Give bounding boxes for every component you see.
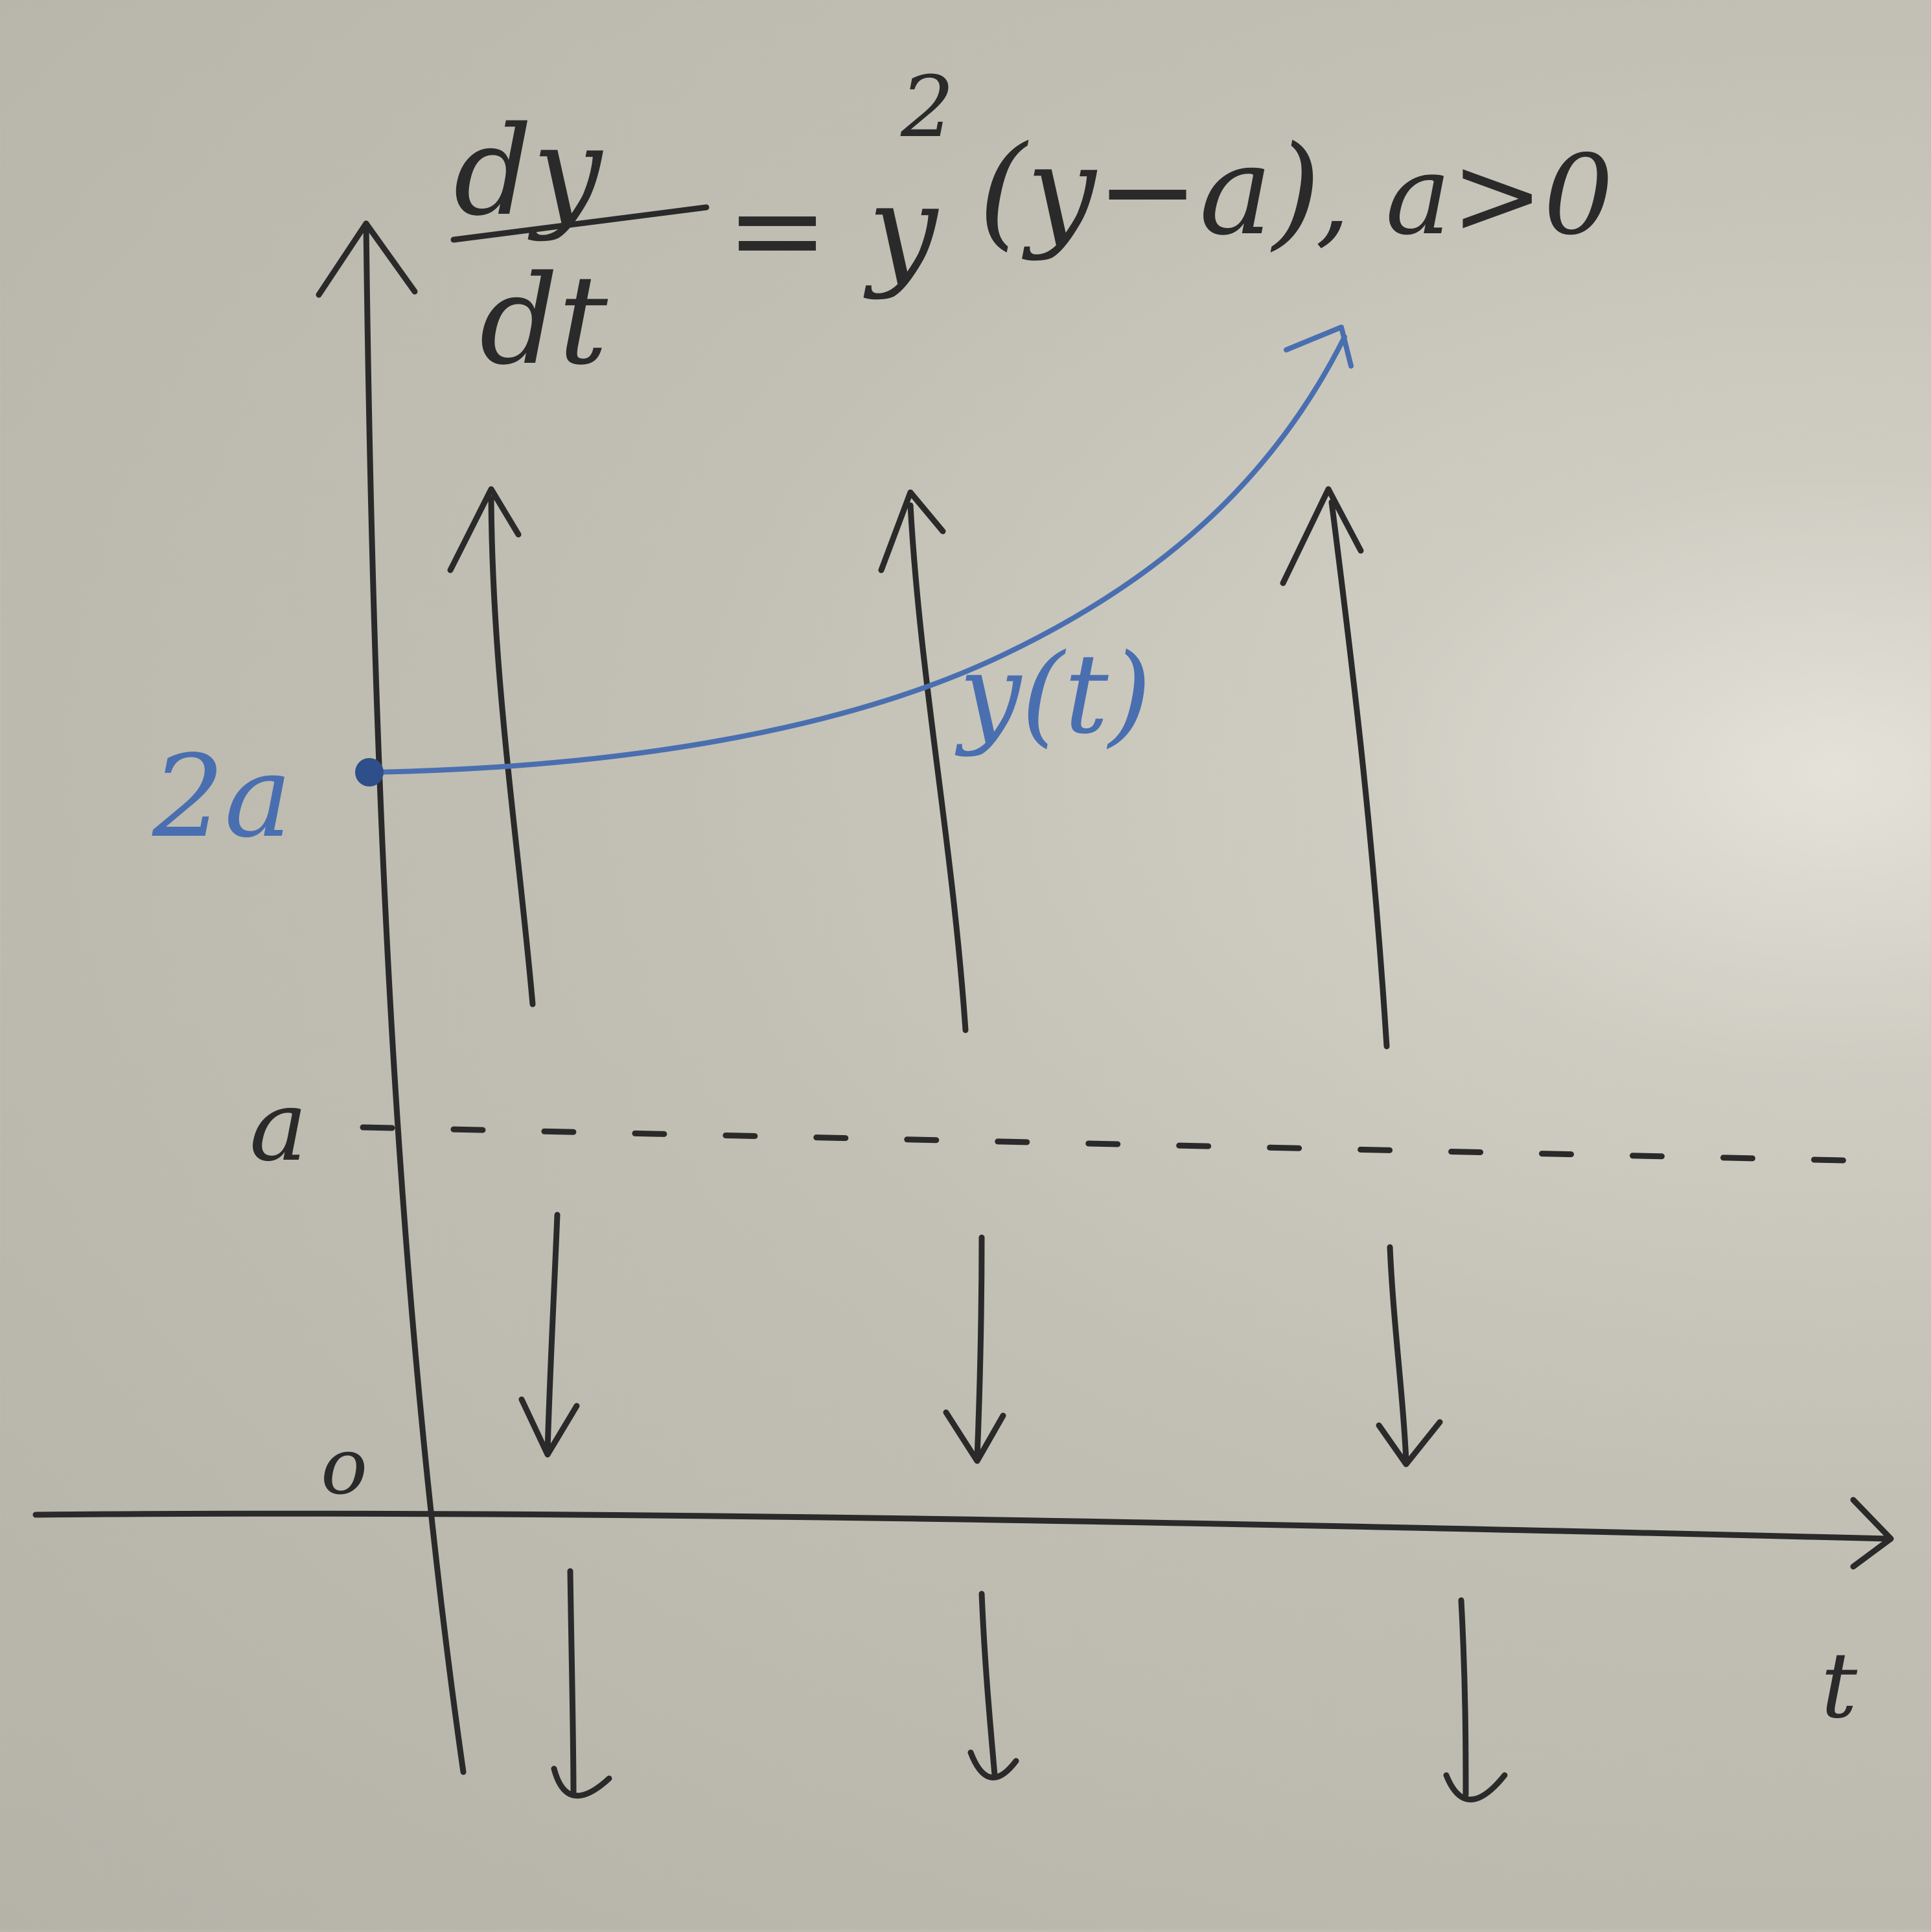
equation-condition: , a>0	[1315, 132, 1613, 260]
down-arrows-middle	[518, 1212, 1443, 1467]
down-arrow-mid-2	[974, 1234, 985, 1461]
up-arrow-2	[907, 502, 969, 1033]
two-a-label: 2a	[152, 731, 292, 863]
down-arrow-mid-3	[1387, 1244, 1409, 1464]
down-arrow-mid-1-head	[518, 1396, 580, 1458]
y-axis-arrowhead	[316, 220, 418, 298]
t-axis-arrowhead	[1850, 1497, 1894, 1570]
axes: t o	[32, 220, 1894, 1775]
curve-y-of-t	[368, 334, 1347, 775]
up-arrows	[447, 486, 1390, 1050]
up-arrow-3	[1328, 499, 1390, 1050]
down-arrow-low-1	[567, 1568, 577, 1798]
curve-label: y(t)	[954, 630, 1151, 759]
curve-arrowhead	[1284, 325, 1354, 369]
down-arrow-low-2-head	[967, 1749, 1019, 1780]
origin-label: o	[321, 1422, 367, 1512]
equation-factor: (y−a)	[978, 119, 1321, 262]
down-arrow-mid-1	[544, 1212, 561, 1455]
equation-exponent: 2	[900, 58, 954, 156]
down-arrow-low-3-head	[1443, 1772, 1508, 1802]
down-arrow-mid-3-head	[1376, 1419, 1443, 1467]
a-label: a	[249, 1070, 307, 1183]
y-axis	[363, 220, 467, 1775]
t-axis	[32, 1510, 1892, 1542]
dashed-equilibrium-line	[360, 1124, 1876, 1164]
t-axis-label: t	[1821, 1633, 1858, 1739]
up-arrow-2-head	[878, 489, 946, 573]
down-arrows-bottom	[551, 1568, 1508, 1802]
equilibrium-a: a	[249, 1070, 1876, 1183]
down-arrow-low-3	[1458, 1597, 1469, 1798]
equation-rhs: = y	[726, 158, 940, 301]
fraction-bar	[450, 204, 710, 243]
initial-point	[355, 758, 384, 787]
down-arrow-low-1-head	[551, 1765, 612, 1799]
equation-denominator: dt	[480, 249, 608, 392]
up-arrow-3-head	[1280, 486, 1364, 586]
equation-numerator: dy	[454, 100, 604, 243]
solution-curve: 2a y(t)	[152, 325, 1354, 863]
down-arrow-mid-2-head	[943, 1409, 1006, 1464]
up-arrow-1	[488, 496, 536, 1007]
down-arrow-low-2	[978, 1591, 998, 1778]
equation: dy dt = y 2 (y−a) , a>0	[450, 58, 1613, 392]
up-arrow-1-head	[447, 486, 522, 573]
